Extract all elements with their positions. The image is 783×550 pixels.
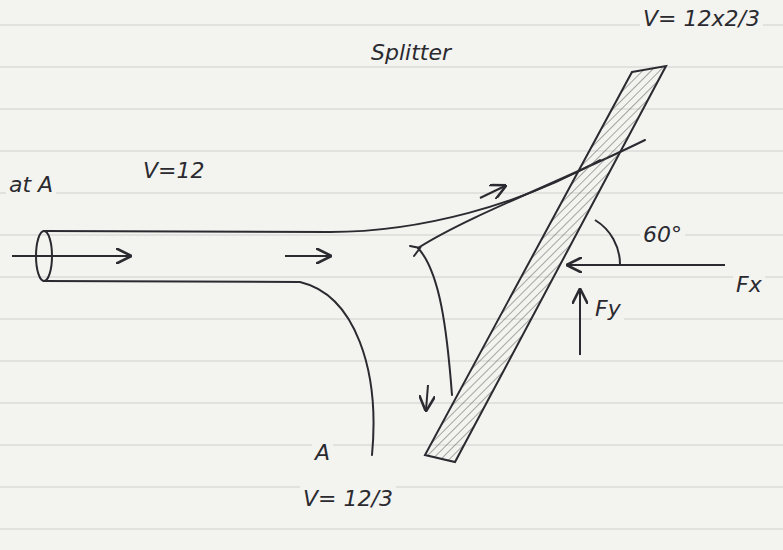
flow-arrows xyxy=(12,186,725,410)
ruled-lines xyxy=(0,25,783,529)
sketch-label: Fx xyxy=(733,272,765,298)
sketch-label: A xyxy=(312,440,333,466)
sketch-label: V=12 xyxy=(140,158,207,184)
sketch-label: Fy xyxy=(592,296,624,322)
pipe-and-streams xyxy=(36,140,645,455)
sketch-label: at A xyxy=(6,172,56,198)
sketch-label: V= 12x2/3 xyxy=(640,6,763,32)
sketch-label: Splitter xyxy=(368,40,454,66)
sketch-label: V= 12/3 xyxy=(300,486,396,512)
sketch-label: 60° xyxy=(640,222,685,248)
